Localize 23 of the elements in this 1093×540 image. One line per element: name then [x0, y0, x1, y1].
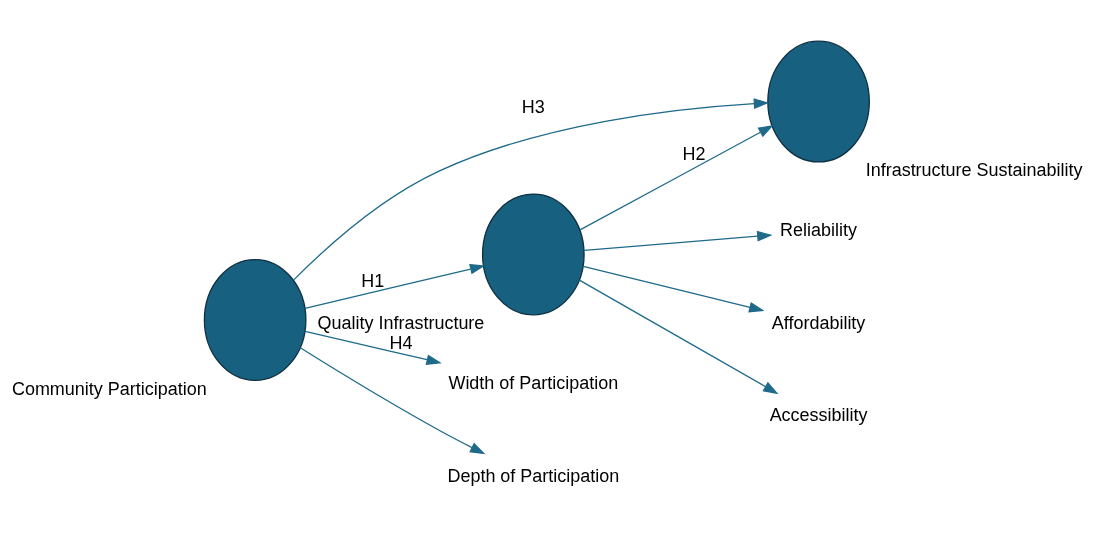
node-text: Accessibility	[769, 404, 868, 425]
edge-label: H1	[361, 270, 385, 291]
arrow	[299, 346, 486, 454]
node-text: Affordability	[771, 312, 866, 333]
arrow	[582, 265, 765, 312]
node-text: Depth of Participation	[447, 464, 620, 485]
arrow	[304, 330, 442, 365]
node-text: Reliability	[780, 219, 858, 240]
node-label: Infrastructure Sustainability	[865, 159, 1083, 180]
arrow	[292, 97, 770, 281]
node-label: H4	[389, 332, 413, 352]
node-ellipse	[203, 258, 307, 381]
node-ellipse	[767, 40, 870, 163]
node-label: Quality Infrastructure	[317, 312, 485, 333]
arrow	[578, 278, 779, 394]
node-text: Width of Participation	[448, 372, 619, 393]
arrow	[579, 124, 774, 230]
arrow	[304, 263, 486, 309]
edge-label: H2	[682, 143, 706, 164]
arrow	[583, 230, 773, 251]
node-label: Community Participation	[11, 378, 207, 399]
edge-label: H3	[521, 96, 545, 117]
node-ellipse	[481, 192, 585, 315]
